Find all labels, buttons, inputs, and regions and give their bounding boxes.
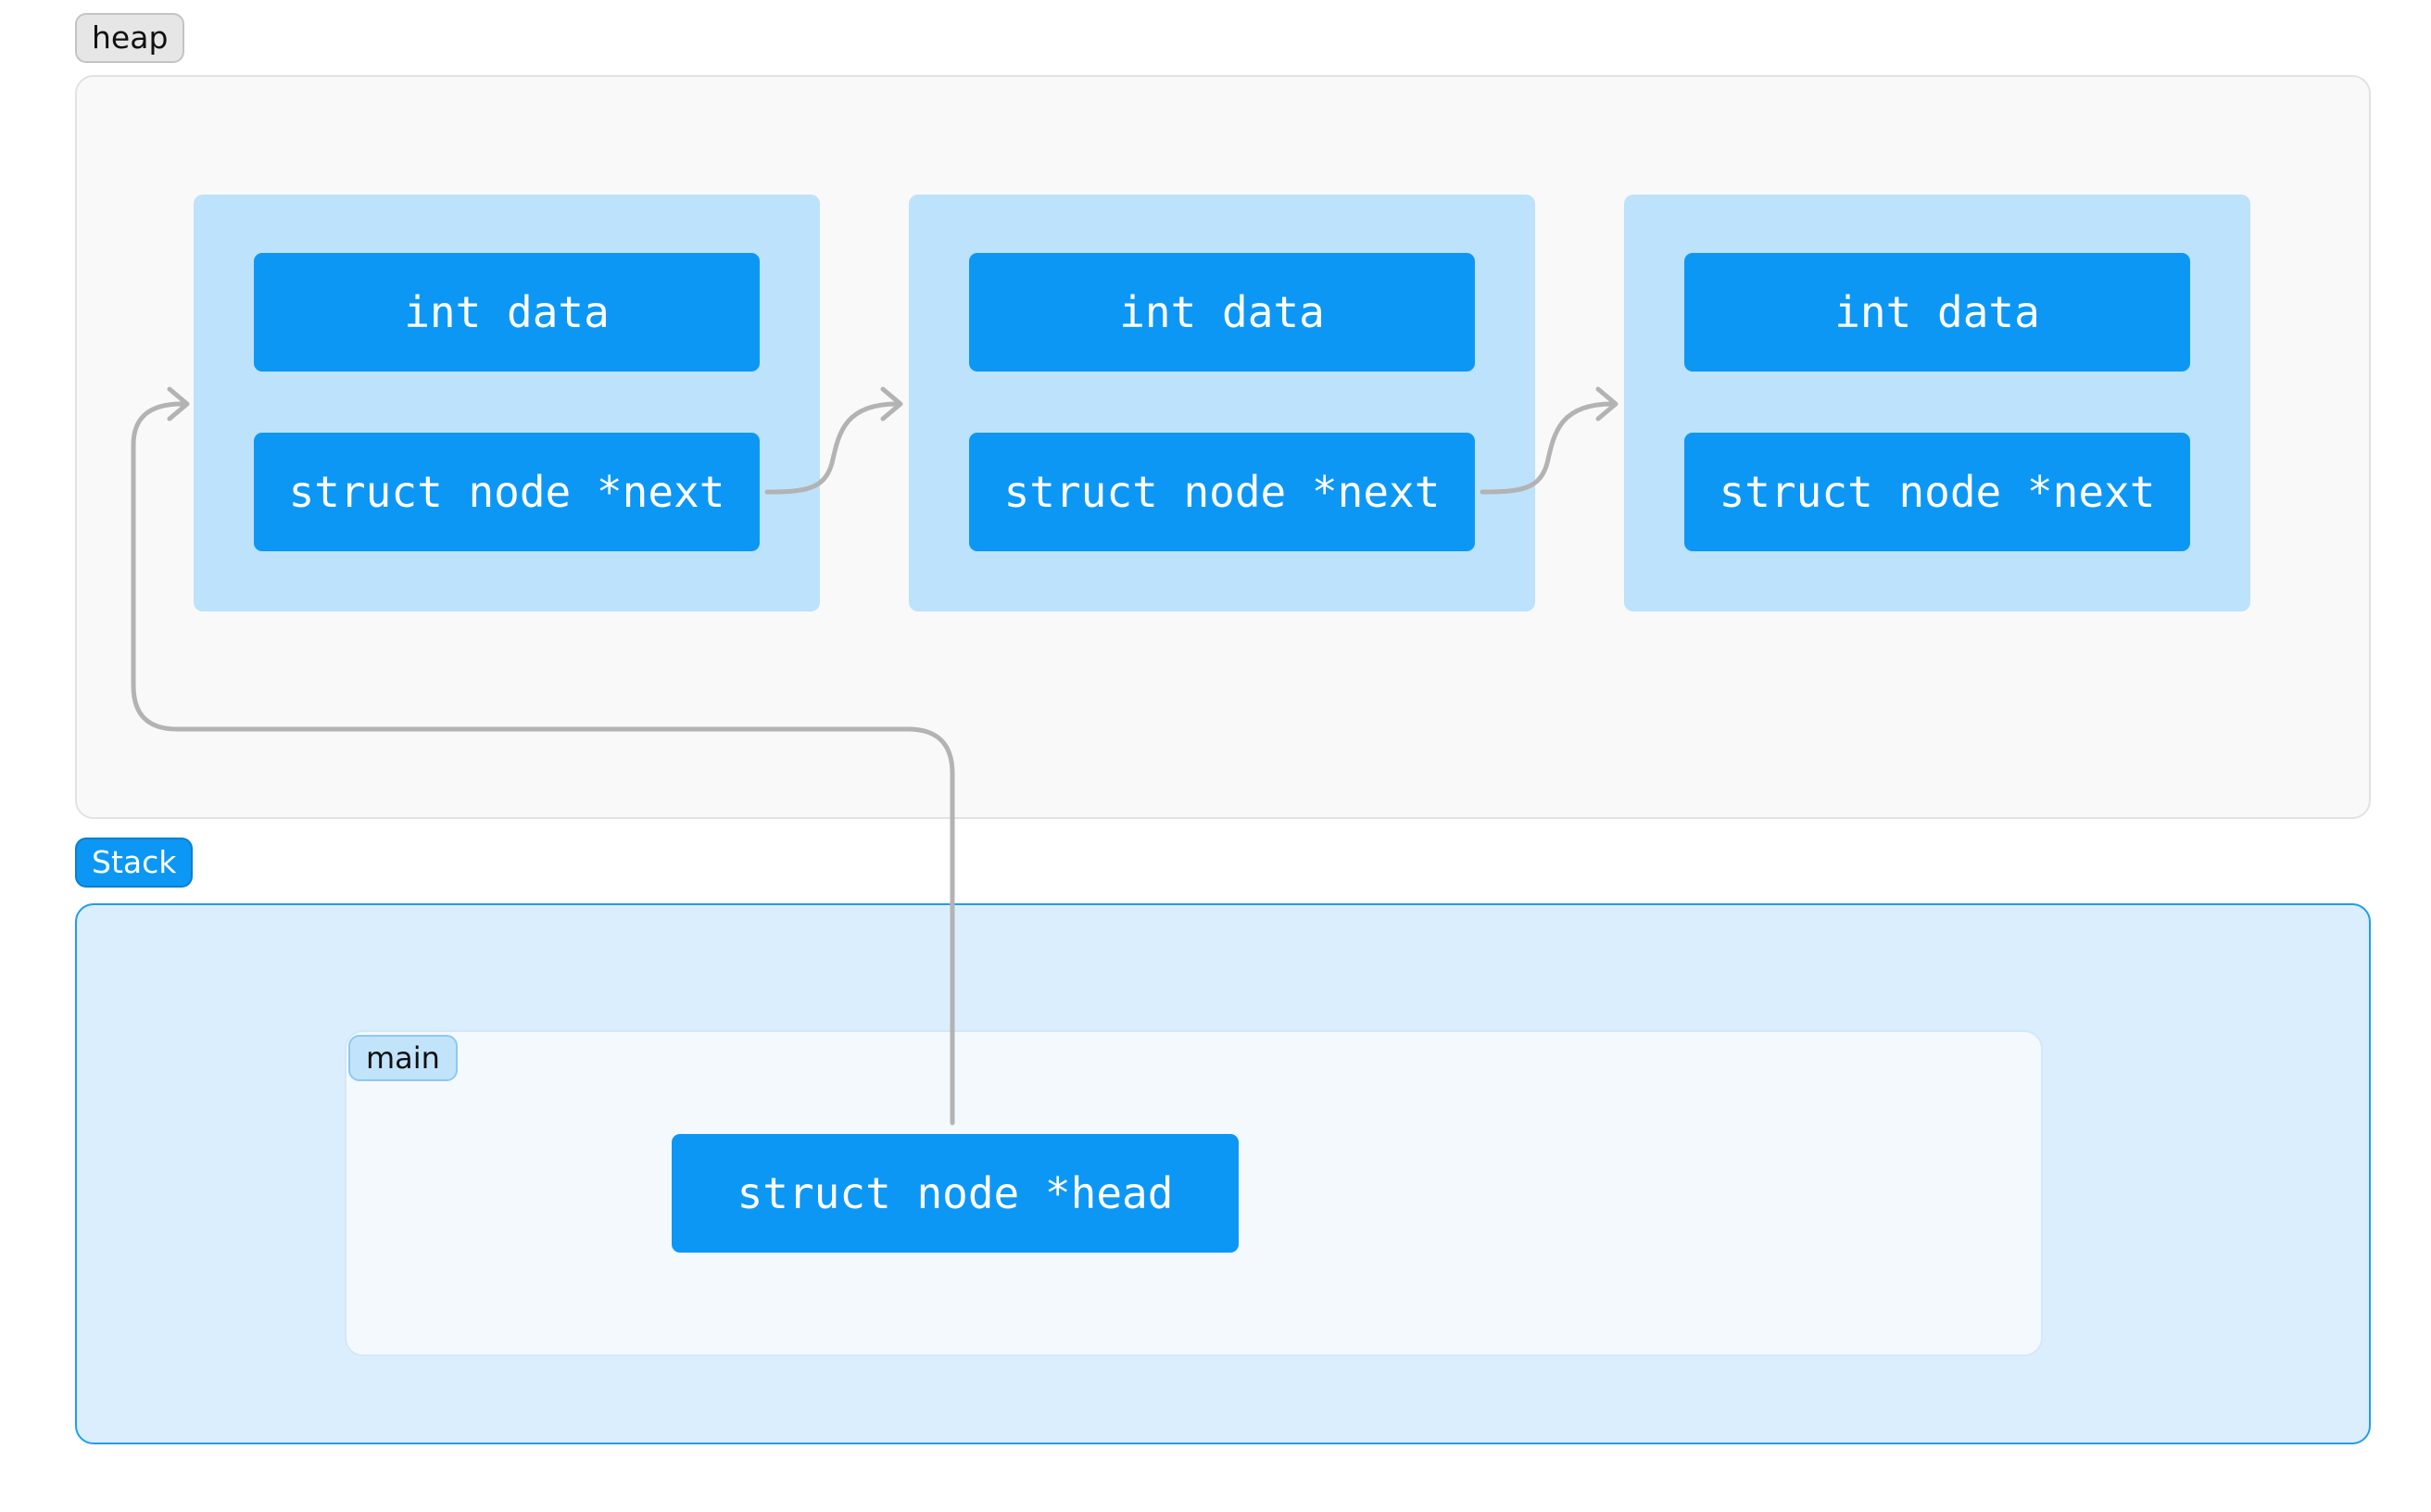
arrowhead-node3	[1595, 386, 1619, 422]
node-2-next-field: struct node *next	[969, 433, 1475, 551]
stack-label: Stack	[75, 838, 194, 888]
node-3-next-field: struct node *next	[1684, 433, 2190, 551]
head-pointer-field: struct node *head	[672, 1134, 1239, 1253]
arrow-node1-to-node2	[764, 401, 900, 495]
node-2-data-field: int data	[969, 253, 1475, 372]
node-1-data-field: int data	[254, 253, 760, 372]
heap-label: heap	[75, 13, 185, 63]
node-2: int data struct node *next	[909, 195, 1535, 611]
node-3: int data struct node *next	[1624, 195, 2250, 611]
node-1: int data struct node *next	[194, 195, 820, 611]
arrow-head-to-node1	[131, 401, 955, 1126]
node-3-data-field: int data	[1684, 253, 2190, 372]
main-frame-label: main	[348, 1035, 458, 1081]
node-1-next-field: struct node *next	[254, 433, 760, 551]
arrowhead-node2	[880, 386, 903, 422]
arrowhead-node1	[167, 386, 190, 422]
arrow-node2-to-node3	[1480, 401, 1615, 495]
